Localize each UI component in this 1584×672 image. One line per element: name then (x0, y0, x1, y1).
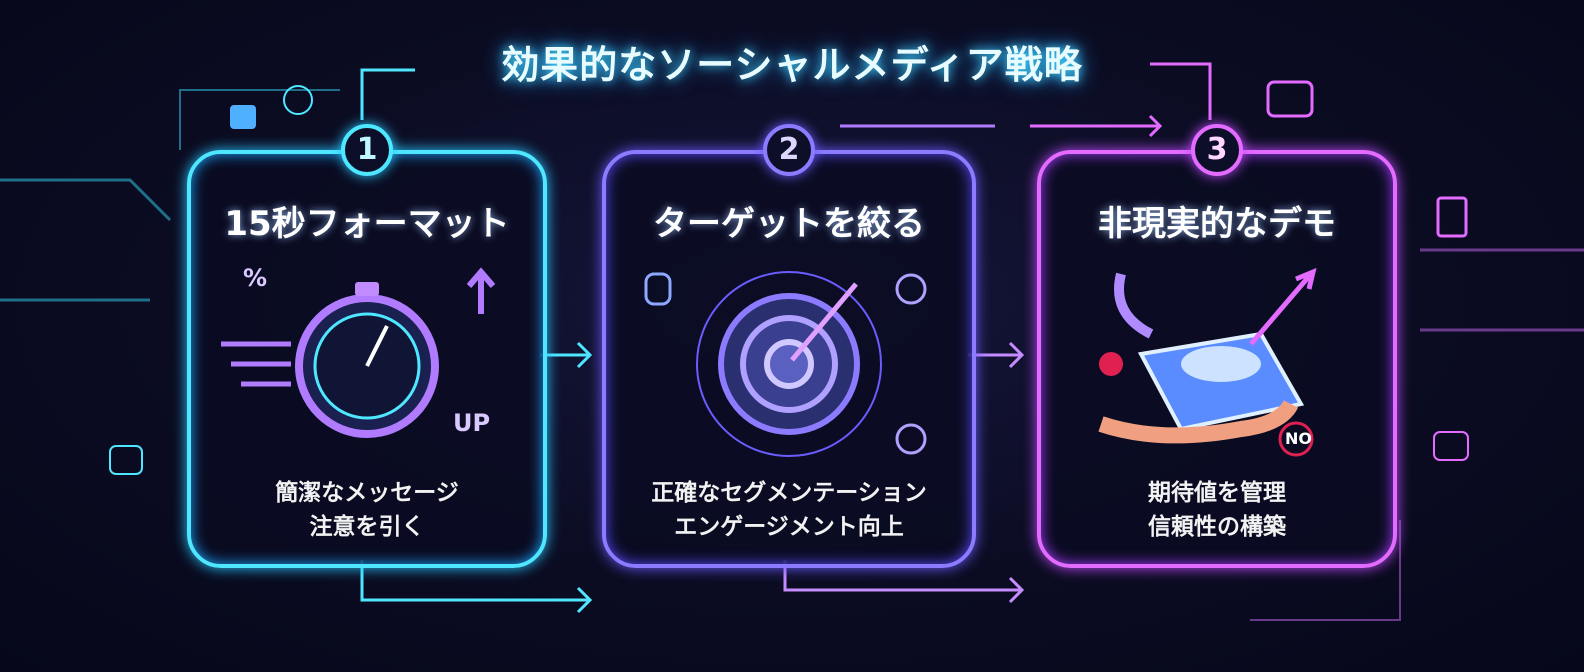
target-illustration (606, 254, 972, 464)
step-heading: 非現実的なデモ (1098, 204, 1336, 244)
description-line: 正確なセグメンテーション (651, 480, 927, 506)
stopwatch-illustration: % UP (191, 254, 543, 464)
chat-icon (1266, 80, 1314, 118)
demo-illustration: NO (1041, 254, 1393, 464)
share-icon (283, 85, 313, 115)
step-description: 正確なセグメンテーション エンゲージメント向上 (606, 476, 972, 544)
step-number: 3 (1191, 124, 1243, 176)
arrow-bottom-2 (783, 560, 1022, 592)
step-heading: 15秒フォーマット (224, 204, 510, 244)
description-line: エンゲージメント向上 (674, 514, 904, 540)
page-title: 効果的なソーシャルメディア戦略 (501, 43, 1083, 87)
up-label: UP (453, 409, 491, 437)
thumbs-up-icon (230, 105, 256, 129)
step-description: 期待値を管理 信頼性の構築 (1041, 476, 1393, 544)
step-card-2: 2 ターゲットを絞る 正確なセグメンテーション エンゲージメント向上 (602, 124, 976, 568)
no-label: NO (1285, 429, 1312, 448)
stopwatch-icon (221, 267, 496, 438)
step-number: 2 (763, 124, 815, 176)
step-description: 簡潔なメッセージ 注意を引く (191, 476, 543, 544)
message-icon (1433, 431, 1469, 461)
target-icon (644, 271, 927, 457)
step-heading: ターゲットを絞る (653, 204, 925, 244)
step-card-1: 1 15秒フォーマット % UP 簡潔なメッセージ 注意を引く (187, 124, 547, 568)
description-line: 期待値を管理 (1148, 480, 1286, 506)
arrow-bottom-1 (360, 560, 590, 602)
description-line: 注意を引く (309, 514, 425, 540)
step-number: 1 (341, 124, 393, 176)
step-card-3: 3 非現実的なデモ NO 期待値を管理 信頼性の構築 (1037, 124, 1397, 568)
description-line: 信頼性の構築 (1148, 514, 1286, 540)
description-line: 簡潔なメッセージ (275, 480, 459, 506)
document-icon (1436, 196, 1468, 238)
comment-icon (109, 445, 143, 475)
connector-title-left (360, 68, 415, 120)
percent-label: % (243, 264, 268, 292)
connector-title-right (1150, 62, 1212, 120)
hand-tablet-icon (1098, 267, 1317, 457)
